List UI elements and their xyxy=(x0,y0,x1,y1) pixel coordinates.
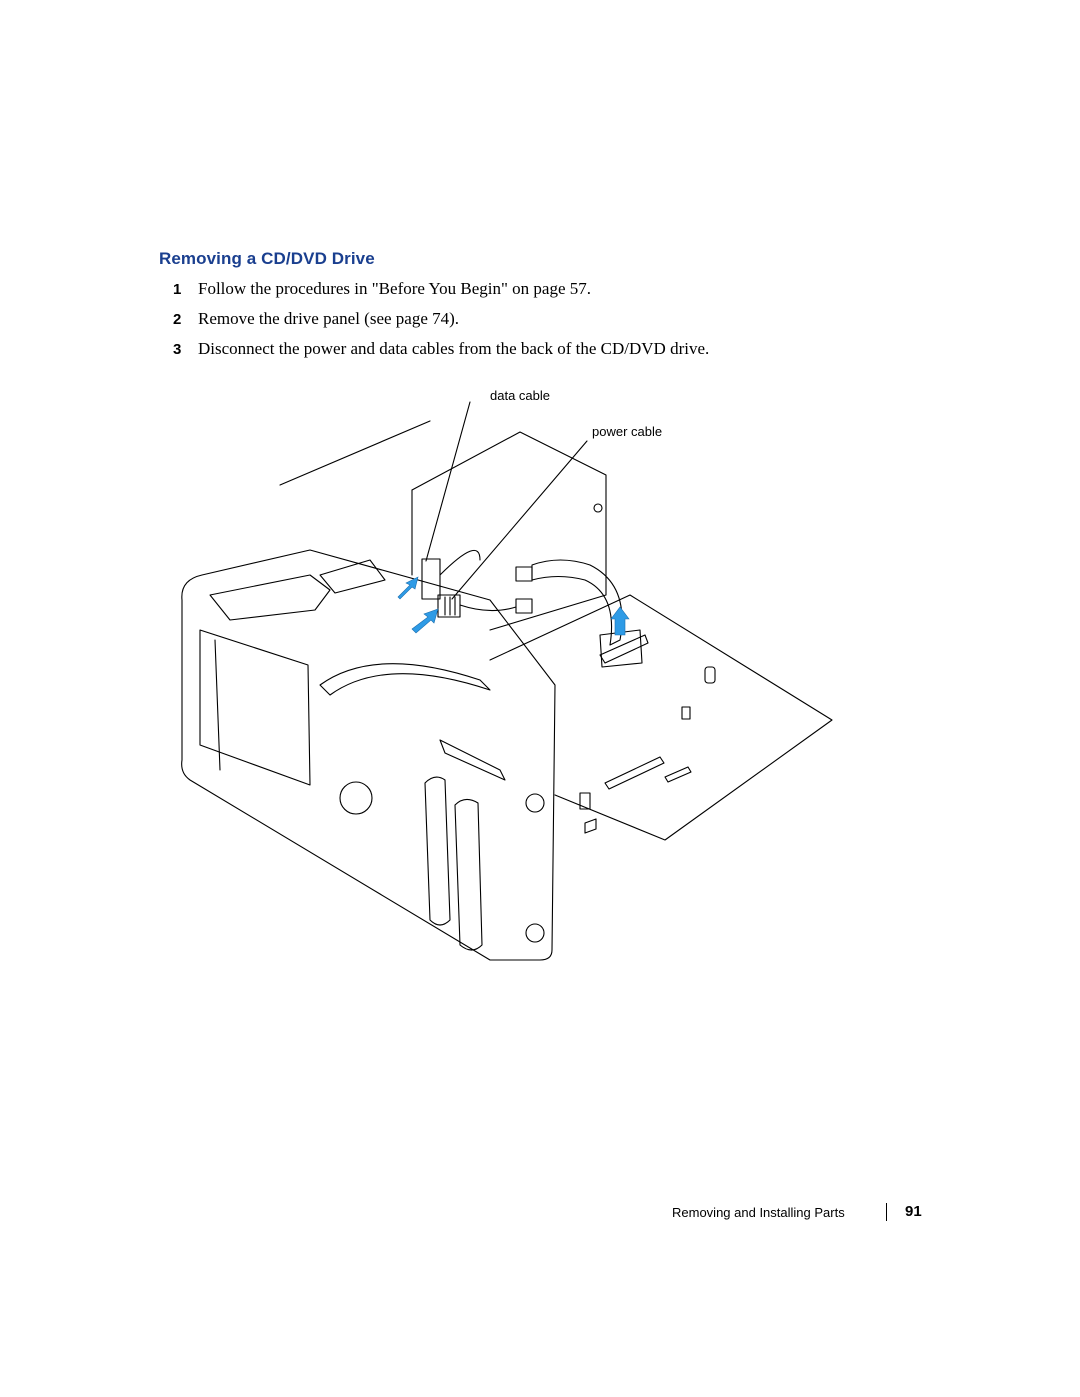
footer-divider xyxy=(886,1203,887,1221)
step-number: 3 xyxy=(173,341,182,358)
step-text: Disconnect the power and data cables fro… xyxy=(198,339,710,358)
drive-data-connector xyxy=(421,558,441,600)
motherboard-jumper xyxy=(681,706,691,720)
arrow-overlay xyxy=(397,576,630,636)
drive-power-connector xyxy=(437,594,461,618)
front-vent-right xyxy=(454,798,483,951)
pci-slot xyxy=(604,756,665,790)
motherboard-pin xyxy=(584,818,597,834)
pci-slot-short xyxy=(664,766,692,783)
data-wires xyxy=(439,550,481,576)
bezel-top-vent xyxy=(319,663,491,696)
footer-section-name: Removing and Installing Parts xyxy=(672,1205,845,1220)
power-wires xyxy=(459,604,517,612)
drive-bay-opening xyxy=(199,629,311,786)
section-title: Removing a CD/DVD Drive xyxy=(159,249,375,268)
arrow-ribbon-cable-icon xyxy=(610,606,630,636)
data-cable-leader-line xyxy=(425,401,471,562)
page-number: 91 xyxy=(905,1203,922,1220)
front-vent-left xyxy=(424,776,451,926)
drive-release-bracket xyxy=(209,574,331,621)
step-text: Follow the procedures in "Before You Beg… xyxy=(198,279,592,298)
drive-bay-edge xyxy=(214,639,221,771)
motherboard-chip xyxy=(704,666,716,684)
computer-chassis-drawing xyxy=(181,401,833,961)
chassis-back-wall xyxy=(411,431,607,631)
connector-clip-top xyxy=(515,566,533,582)
power-button xyxy=(339,781,373,815)
power-cable-leader-line xyxy=(451,440,588,600)
bezel-screw-top xyxy=(525,793,545,813)
motherboard xyxy=(489,594,833,841)
step-number: 1 xyxy=(173,281,182,298)
bezel-screw-bottom xyxy=(525,923,545,943)
ribbon-cable-plug xyxy=(599,629,643,668)
data-ribbon-cable xyxy=(531,559,623,646)
front-bezel xyxy=(181,549,556,961)
mount-hole xyxy=(593,503,603,513)
motherboard-header xyxy=(579,792,591,810)
step-text: Remove the drive panel (see page 74). xyxy=(198,309,460,328)
step-number: 2 xyxy=(173,311,182,328)
arrow-data-connector-icon xyxy=(397,576,419,600)
motherboard-connector xyxy=(599,634,649,664)
connector-clip-bottom xyxy=(515,598,533,614)
chassis-top-edge xyxy=(279,420,431,486)
bezel-latch xyxy=(439,739,506,781)
floppy-bay xyxy=(319,559,386,594)
arrow-power-connector-icon xyxy=(411,608,439,634)
power-cable-callout: power cable xyxy=(592,424,663,439)
computer-illustration: data cable power cable xyxy=(160,385,860,970)
power-connector-pins xyxy=(444,596,456,616)
data-cable-callout: data cable xyxy=(490,388,550,403)
